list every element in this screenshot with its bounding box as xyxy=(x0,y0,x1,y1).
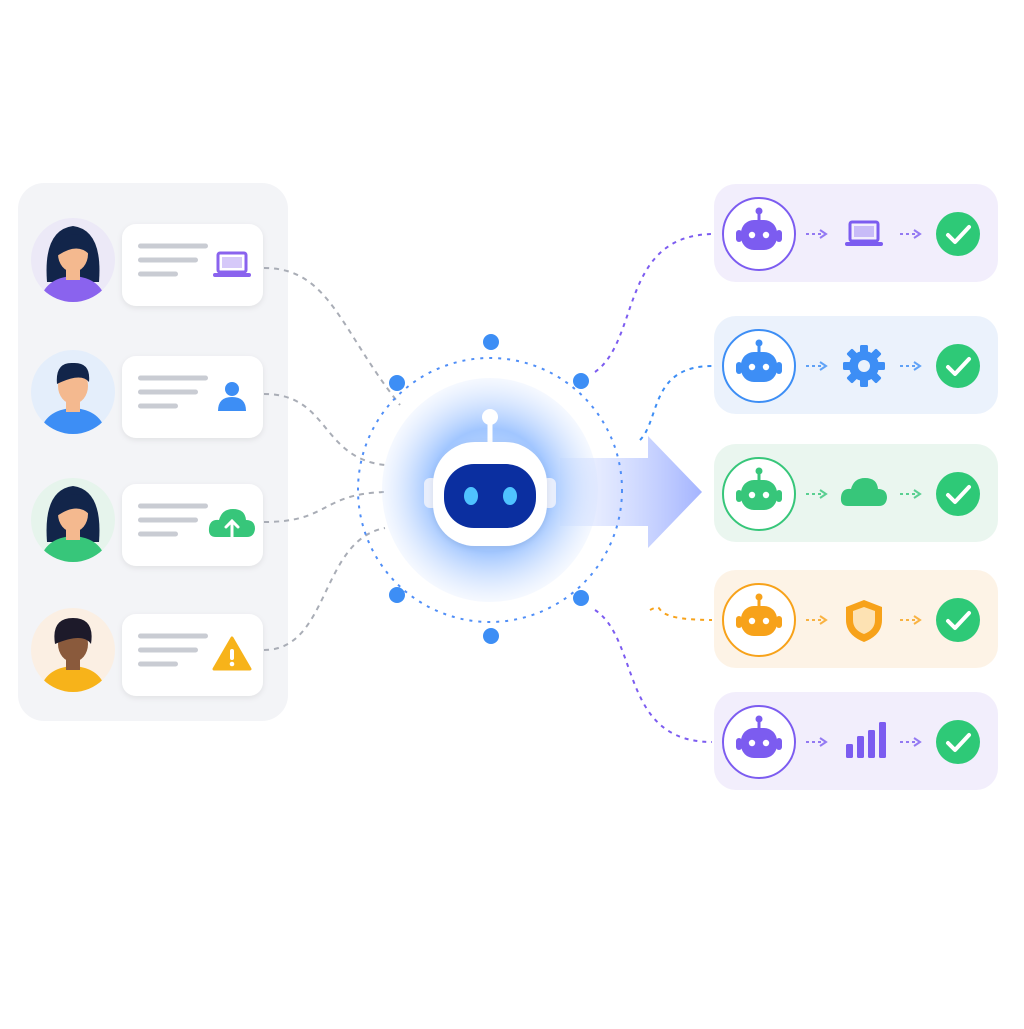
text-placeholder-line xyxy=(138,531,178,537)
output-row xyxy=(714,184,998,282)
check-icon xyxy=(936,344,980,388)
flow-arrow-small xyxy=(900,229,922,239)
flow-arrow xyxy=(560,436,702,548)
laptop-icon xyxy=(845,220,883,246)
hub-node xyxy=(573,590,589,606)
robot-icon xyxy=(736,593,782,636)
output-connector xyxy=(649,606,713,621)
hub-node xyxy=(483,628,499,644)
requests-layer xyxy=(31,218,263,696)
user-icon xyxy=(218,382,246,411)
text-placeholder-line xyxy=(138,243,208,249)
text-placeholder-line xyxy=(138,375,208,381)
check-icon xyxy=(936,472,980,516)
text-placeholder-line xyxy=(138,647,198,653)
check-icon xyxy=(936,598,980,642)
flow-arrow-small xyxy=(806,229,828,239)
request-row xyxy=(31,608,263,696)
request-card xyxy=(122,356,263,438)
flow-arrow-small xyxy=(900,615,922,625)
text-placeholder-line xyxy=(138,661,178,667)
avatar xyxy=(31,478,115,562)
request-row xyxy=(31,350,263,438)
avatar xyxy=(31,218,115,302)
cloud-upload-icon xyxy=(208,509,255,539)
request-row xyxy=(31,478,263,566)
input-connector xyxy=(263,393,386,466)
cloud-icon xyxy=(840,478,887,506)
flow-arrow-small xyxy=(900,489,922,499)
flow-arrow-small xyxy=(806,737,828,747)
hub-node xyxy=(483,334,499,350)
flow-arrow-small xyxy=(806,361,828,371)
check-icon xyxy=(936,212,980,256)
bar-chart-icon xyxy=(846,722,886,758)
text-placeholder-line xyxy=(138,503,208,509)
hub-orbit xyxy=(357,357,623,623)
robot-icon xyxy=(736,207,782,250)
output-connector xyxy=(594,233,713,373)
requests-panel xyxy=(18,183,288,721)
input-connector xyxy=(263,527,386,651)
output-connector xyxy=(594,609,713,743)
text-placeholder-line xyxy=(138,271,178,277)
text-placeholder-line xyxy=(138,633,208,639)
flow-arrow-small xyxy=(806,489,828,499)
robot-icon xyxy=(736,467,782,510)
robot-icon xyxy=(736,339,782,382)
shield-icon xyxy=(846,600,882,642)
output-row xyxy=(714,692,998,790)
input-connector xyxy=(263,267,401,406)
output-row xyxy=(714,444,998,542)
text-placeholder-line xyxy=(138,257,198,263)
request-row xyxy=(31,218,263,306)
hub-node xyxy=(389,587,405,603)
hub-robot-icon xyxy=(424,409,556,546)
text-placeholder-line xyxy=(138,389,198,395)
robot-icon xyxy=(736,715,782,758)
laptop-icon xyxy=(213,251,251,277)
hub-node xyxy=(389,375,405,391)
output-row xyxy=(714,316,998,414)
connectors xyxy=(263,233,713,743)
check-icon xyxy=(936,720,980,764)
flow-arrow-small xyxy=(900,361,922,371)
hub-node xyxy=(573,373,589,389)
warning-icon xyxy=(212,636,252,671)
gear-icon xyxy=(843,345,885,387)
central-ai-hub xyxy=(357,334,623,644)
output-row xyxy=(714,570,998,668)
output-connector xyxy=(639,365,713,441)
text-placeholder-line xyxy=(138,517,198,523)
flow-arrow-small xyxy=(900,737,922,747)
outputs-layer xyxy=(714,184,998,790)
input-connector xyxy=(263,491,386,523)
text-placeholder-line xyxy=(138,403,178,409)
flow-arrow-small xyxy=(806,615,828,625)
